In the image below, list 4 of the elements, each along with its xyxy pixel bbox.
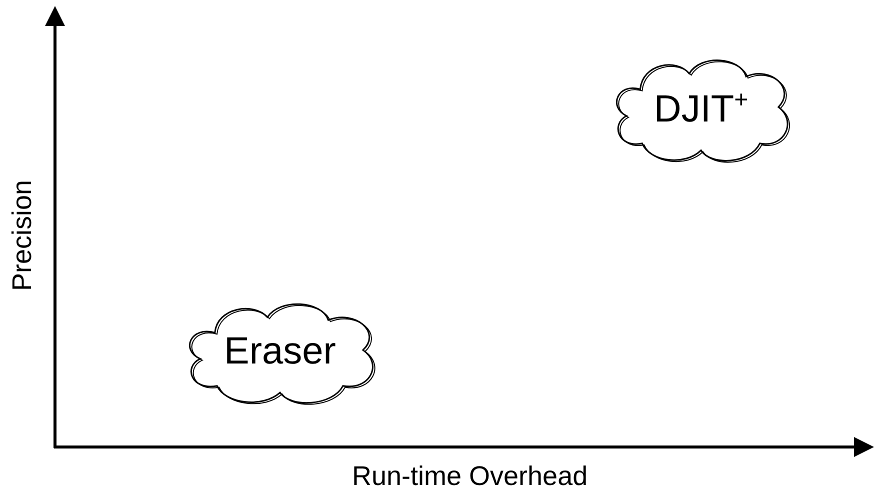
cloud-label: Eraser (223, 330, 337, 374)
y-axis-title: Precision (6, 179, 38, 291)
cloud-label: DJIT$^{+}$ (652, 86, 750, 132)
x-axis-title: Run-time Overhead (352, 460, 588, 490)
